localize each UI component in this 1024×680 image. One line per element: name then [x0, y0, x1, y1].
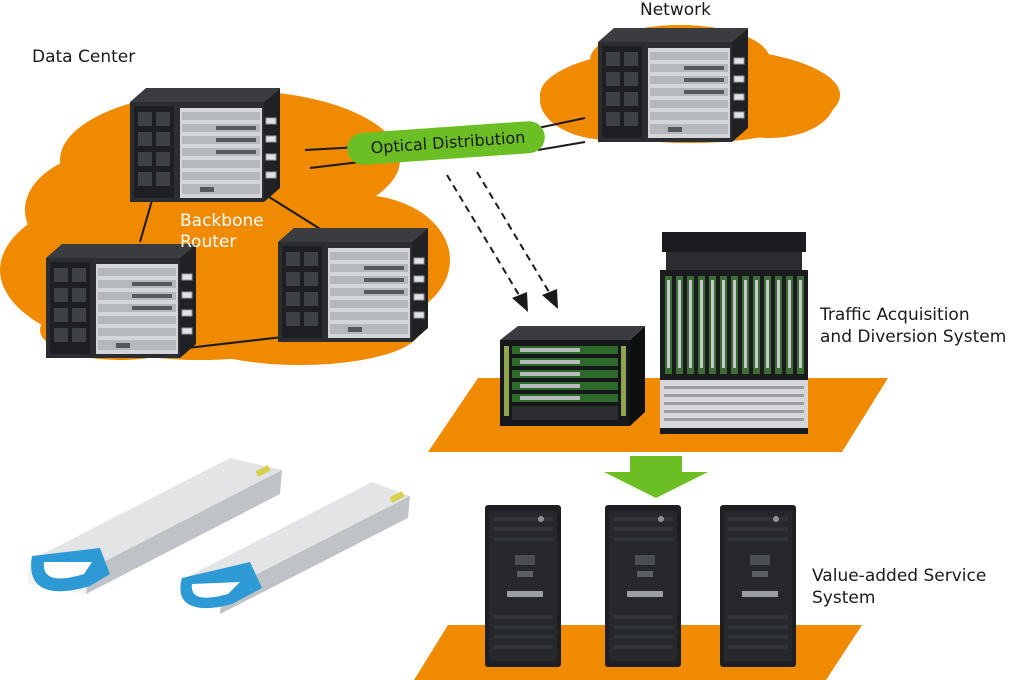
traffic-acquisition-label-line2: and Diversion System [820, 327, 1007, 347]
data-center-router-icon [129, 87, 281, 203]
backbone-router-left-icon [45, 243, 197, 359]
traffic-acquisition-chassis-large-icon [660, 232, 808, 434]
network-label: Network [640, 0, 711, 20]
dashed-arrow-head-left [512, 292, 528, 312]
service-pc-3-icon [720, 505, 796, 667]
service-pc-2-icon [605, 505, 681, 667]
traffic-acquisition-chassis-small-icon [500, 326, 645, 426]
value-added-service-label-line1: Value-added Service [812, 566, 987, 586]
backbone-router-right-icon [277, 227, 429, 343]
dashed-arrow-head-right [542, 289, 558, 309]
transceiver-module-2-icon [180, 482, 410, 614]
network-router-icon [597, 27, 749, 143]
green-down-arrow [604, 456, 708, 498]
backbone-router-label-line1: Backbone [180, 211, 264, 231]
dashed-arrows [446, 171, 553, 301]
transceiver-module-1-icon [28, 458, 282, 594]
optical-distribution-pill [347, 121, 545, 165]
data-center-label: Data Center [32, 47, 136, 67]
traffic-platform [428, 378, 888, 452]
backbone-router-label-line2: Router [180, 232, 237, 252]
traffic-acquisition-label-line1: Traffic Acquisition [820, 305, 970, 325]
value-added-service-label-line2: System [812, 588, 876, 608]
service-pc-1-icon [485, 505, 561, 667]
